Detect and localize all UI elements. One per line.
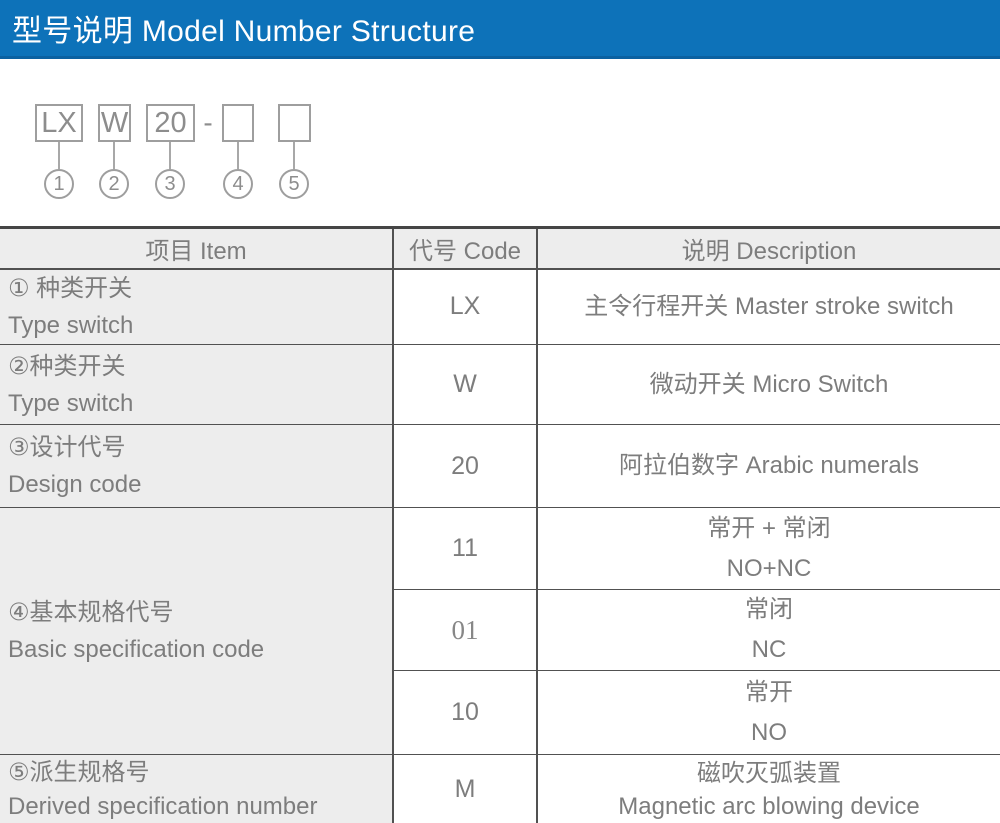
item-label-zh: ④基本规格代号 bbox=[8, 599, 174, 626]
description-zh: 常开 bbox=[745, 678, 793, 706]
item-cell: ③设计代号 Design code bbox=[0, 424, 394, 508]
connector-line-3 bbox=[169, 142, 171, 169]
code-cell: 20 bbox=[392, 424, 538, 508]
description-text: 微动开关 Micro Switch bbox=[649, 370, 889, 398]
section-header-bar: 型号说明 Model Number Structure bbox=[0, 0, 1000, 59]
description-cell: 阿拉伯数字 Arabic numerals bbox=[536, 424, 1000, 508]
table-row-basic-spec-01: 01 常闭 NC bbox=[0, 589, 1000, 671]
table-row-type-switch-2: ②种类开关 Type switch W 微动开关 Micro Switch bbox=[0, 344, 1000, 425]
circled-number-3: 3 bbox=[155, 169, 185, 199]
item-label-en: Type switch bbox=[8, 311, 134, 339]
col-header-item: 项目 Item bbox=[0, 227, 394, 270]
circled-number-1: 1 bbox=[44, 169, 74, 199]
description-cell: 常闭 NC bbox=[536, 589, 1000, 671]
code-cell: 10 bbox=[392, 670, 538, 755]
item-label-en: Derived specification number bbox=[8, 792, 318, 820]
item-label-en: Type switch bbox=[8, 389, 134, 417]
col-header-description: 说明 Description bbox=[536, 227, 1000, 270]
circled-number-5: 5 bbox=[279, 169, 309, 199]
item-label-zh: ⑤派生规格号 bbox=[8, 758, 150, 786]
code-cell: LX bbox=[392, 268, 538, 345]
code-cell: 11 bbox=[392, 507, 538, 590]
item-label-en: Design code bbox=[8, 471, 142, 498]
item-label-en: Basic specification code bbox=[8, 636, 265, 663]
connector-line-5 bbox=[293, 142, 295, 169]
table-row-design-code: ③设计代号 Design code 20 阿拉伯数字 Arabic numera… bbox=[0, 424, 1000, 508]
item-cell-basic-spec: ④基本规格代号 Basic specification code bbox=[0, 507, 394, 755]
connector-line-4 bbox=[237, 142, 239, 169]
item-cell: ②种类开关 Type switch bbox=[0, 344, 394, 425]
item-cell: ⑤派生规格号 Derived specification number bbox=[0, 754, 394, 823]
description-zh: 磁吹灭弧装置 bbox=[697, 759, 841, 787]
description-text: 主令行程开关 Master stroke switch bbox=[584, 292, 954, 320]
description-en: NC bbox=[751, 636, 787, 663]
model-segment-box-5 bbox=[278, 104, 311, 142]
table-row-basic-spec-10: 10 常开 NO bbox=[0, 670, 1000, 755]
section-title: 型号说明 Model Number Structure bbox=[12, 15, 476, 48]
connector-line-1 bbox=[58, 142, 60, 169]
connector-line-2 bbox=[113, 142, 115, 169]
circled-number-4: 4 bbox=[223, 169, 253, 199]
dash-separator: - bbox=[203, 107, 213, 138]
description-text: 阿拉伯数字 Arabic numerals bbox=[618, 452, 920, 479]
description-cell: 主令行程开关 Master stroke switch bbox=[536, 268, 1000, 345]
code-cell: 01 bbox=[392, 589, 538, 671]
description-cell: 常开 + 常闭 NO+NC bbox=[536, 507, 1000, 590]
description-zh: 常闭 bbox=[745, 596, 793, 623]
description-cell: 磁吹灭弧装置 Magnetic arc blowing device bbox=[536, 754, 1000, 823]
table-header-row: 项目 Item 代号 Code 说明 Description bbox=[0, 227, 1000, 270]
model-segment-box-1: LX bbox=[35, 104, 83, 142]
model-segment-box-4 bbox=[222, 104, 254, 142]
code-cell: W bbox=[392, 344, 538, 425]
code-cell: M bbox=[392, 754, 538, 823]
description-cell: 微动开关 Micro Switch bbox=[536, 344, 1000, 425]
item-label-zh: ① 种类开关 bbox=[8, 274, 133, 302]
description-en: NO+NC bbox=[726, 554, 812, 582]
table-row-derived-spec: ⑤派生规格号 Derived specification number M 磁吹… bbox=[0, 754, 1000, 823]
model-number-diagram: LX W 20 - 1 2 3 4 5 bbox=[0, 59, 1000, 226]
description-en: NO bbox=[751, 718, 787, 746]
description-zh: 常开 + 常闭 bbox=[707, 514, 831, 542]
col-header-code: 代号 Code bbox=[392, 227, 538, 270]
circled-number-2: 2 bbox=[99, 169, 129, 199]
item-label-zh: ②种类开关 bbox=[8, 352, 126, 380]
item-cell: ① 种类开关 Type switch bbox=[0, 268, 394, 345]
table-row-type-switch-1: ① 种类开关 Type switch LX 主令行程开关 Master stro… bbox=[0, 268, 1000, 345]
model-segment-box-2: W bbox=[98, 104, 131, 142]
description-cell: 常开 NO bbox=[536, 670, 1000, 755]
model-segment-box-3: 20 bbox=[146, 104, 195, 142]
model-number-table: 项目 Item 代号 Code 说明 Description ① 种类开关 Ty… bbox=[0, 226, 1000, 823]
table-row-basic-spec-11: ④基本规格代号 Basic specification code 11 常开 +… bbox=[0, 507, 1000, 755]
item-label-zh: ③设计代号 bbox=[8, 434, 126, 461]
description-en: Magnetic arc blowing device bbox=[618, 792, 920, 820]
